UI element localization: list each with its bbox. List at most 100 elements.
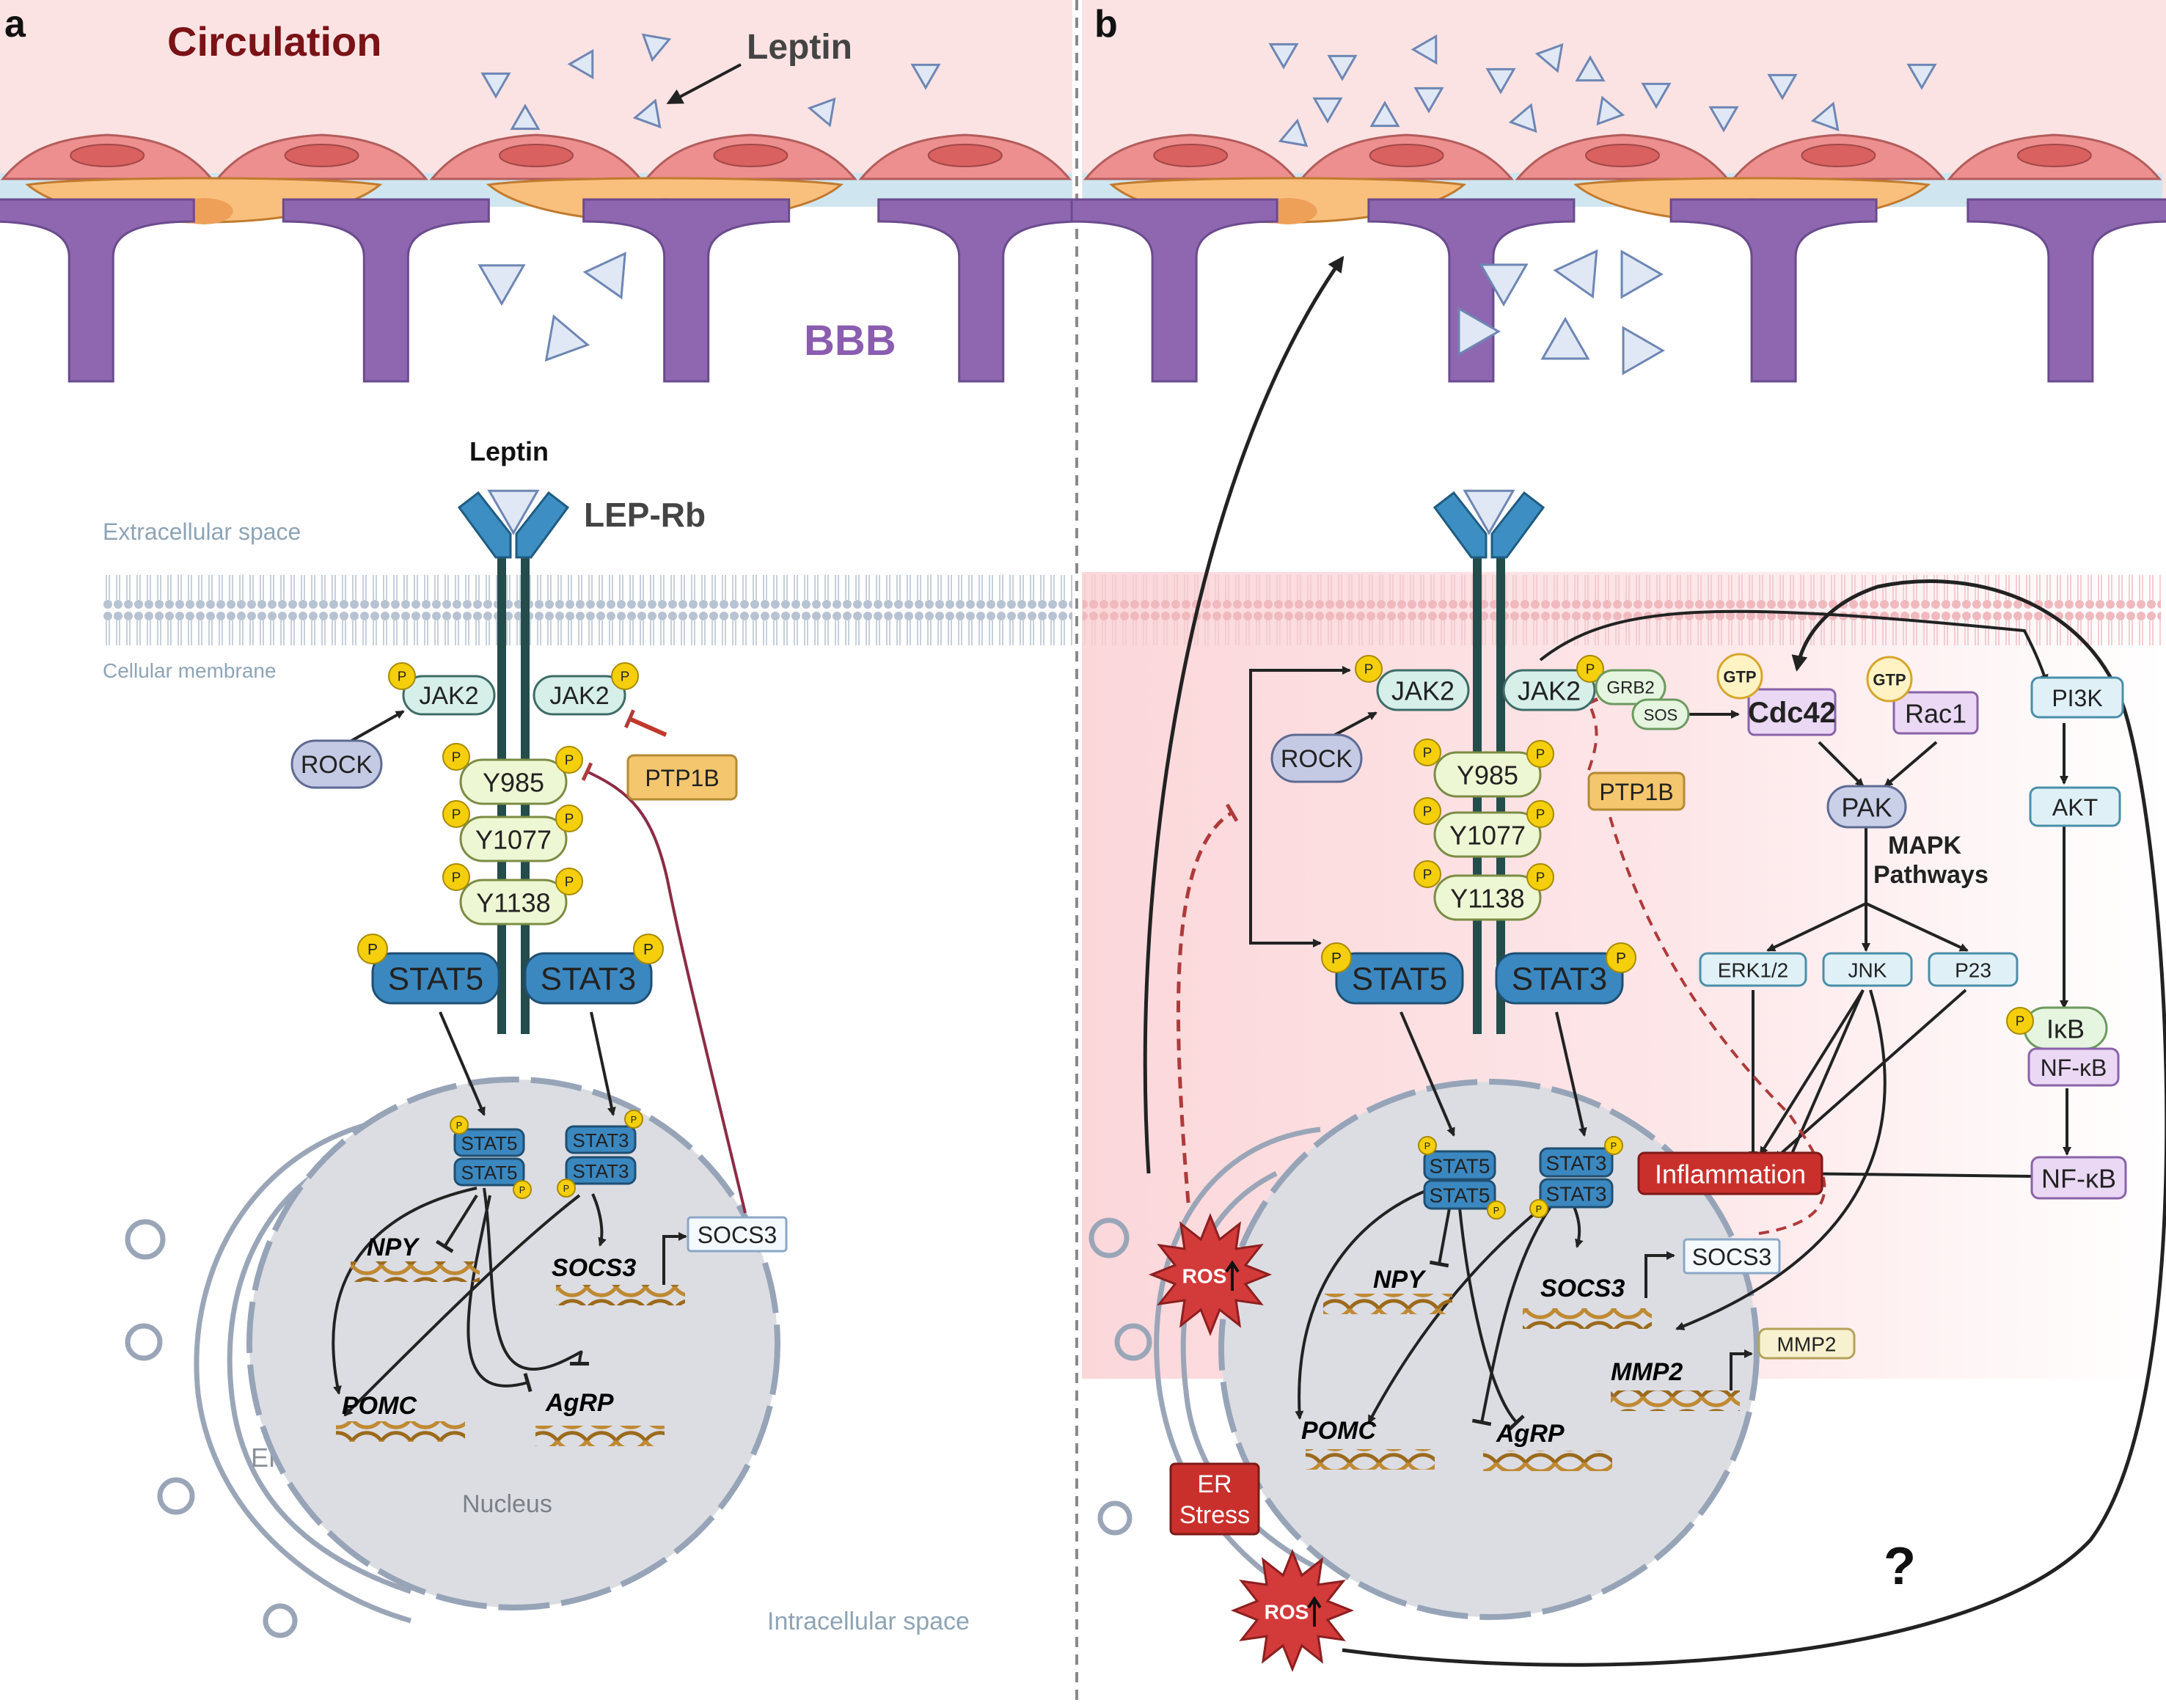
leptin-molecule <box>1457 307 1501 356</box>
astrocyte-end-foot <box>1070 198 1278 383</box>
rock-a-text: ROCK <box>301 751 373 779</box>
astrocyte-end-foot <box>0 198 195 383</box>
nuclear-stat3-top-a-shape <box>565 1125 637 1154</box>
y1138-b: Y1138 <box>1433 874 1542 921</box>
phosphate-letter: P <box>452 750 461 766</box>
receptor-leptin-label: Leptin <box>469 436 549 466</box>
socs3-inhibition-line-a <box>581 762 747 1214</box>
nuclear-stat3-top-b-shape <box>1539 1147 1614 1178</box>
astrocyte-end-foot <box>582 198 791 383</box>
jak2-left-a-text: JAK2 <box>419 682 478 710</box>
ros-lower-text: ROS <box>1265 1601 1309 1624</box>
phosphate-circle <box>1413 797 1441 825</box>
leptin-molecule <box>487 489 540 535</box>
phosphate-marker: P <box>1529 1199 1548 1218</box>
phosphate-circle <box>2006 1007 2034 1035</box>
jak2-left-b-text: JAK2 <box>1391 676 1455 706</box>
ros-upper-shape <box>1148 1212 1273 1337</box>
ros-upper-up-arrow <box>1225 1260 1240 1291</box>
gtp-text: GTP <box>1873 671 1906 689</box>
npy-label-a: NPY <box>367 1234 420 1261</box>
sos: SOS <box>1631 698 1690 730</box>
socs3-protein-a-shape <box>687 1216 788 1253</box>
astrocyte-end-foot <box>877 198 1086 383</box>
receptor-arm-left <box>457 491 512 559</box>
rac1-shape <box>1892 691 1979 735</box>
phosphate-circle <box>357 934 388 964</box>
nuclear-stat3-top-b-text: STAT3 <box>1546 1152 1607 1175</box>
ikb: IκB <box>2023 1006 2108 1050</box>
leptin-molecule <box>1268 43 1299 70</box>
phosphate-marker: P <box>2006 1007 2034 1035</box>
phosphate-marker: P <box>442 800 470 828</box>
phosphate-marker: P <box>1526 800 1554 828</box>
rock-b-shape <box>1270 733 1363 783</box>
phosphate-letter: P <box>563 1184 569 1194</box>
phosphate-marker: P <box>1606 942 1636 973</box>
akt-text: AKT <box>2052 794 2098 821</box>
phosphate-marker: P <box>555 804 583 832</box>
leptin-molecule <box>1767 73 1798 100</box>
leptin-molecule <box>567 48 594 80</box>
endothelial-nucleus <box>499 144 574 167</box>
phosphate-letter: P <box>1424 1141 1430 1151</box>
ptp1b-a-text: PTP1B <box>645 765 719 791</box>
nfkb-active-text: NF-κB <box>2041 1164 2116 1194</box>
nfkb-complex-text: NF-κB <box>2041 1055 2107 1081</box>
socs3-gene-label-a: SOCS3 <box>552 1254 636 1282</box>
y1138-b-text: Y1138 <box>1450 884 1524 914</box>
circulation-label: Circulation <box>167 18 381 65</box>
leptin-molecule <box>1312 97 1343 124</box>
cellular-membrane-label: Cellular membrane <box>103 659 277 682</box>
nuclear-stat3-bottom-a: STAT3 <box>565 1156 637 1185</box>
phosphate-letter: P <box>452 807 461 823</box>
pak: PAK <box>1826 785 1907 829</box>
jak2-left-b: JAK2 <box>1376 669 1470 711</box>
phosphate-circle <box>624 1110 643 1129</box>
phosphate-circle <box>442 800 470 828</box>
phosphate-circle <box>1418 1136 1437 1155</box>
p23-shape <box>1928 952 2019 987</box>
leptin-molecule <box>1641 82 1672 109</box>
nuclear-stat5-bottom-a-text: STAT5 <box>461 1162 517 1184</box>
ptp1b-inhibition-a <box>623 709 667 737</box>
nuclear-stat5-bottom-b-shape <box>1423 1179 1496 1210</box>
leptin-molecule <box>1369 100 1400 128</box>
socs3-inhibition-b <box>1579 697 1826 1235</box>
jak2-right-b-text: JAK2 <box>1518 676 1581 706</box>
nfkb-complex-shape <box>2027 1047 2120 1087</box>
leptin-molecule <box>641 33 672 62</box>
pomc-gene-b <box>1306 1449 1435 1470</box>
phosphate-marker: P <box>633 934 664 964</box>
phosphate-marker: P <box>557 1179 576 1198</box>
phosphate-circle <box>442 743 470 771</box>
leptin-molecule <box>1708 106 1739 133</box>
receptor-arm-right <box>515 491 570 559</box>
ptp1b-b-text: PTP1B <box>1599 779 1673 805</box>
y985-a-text: Y985 <box>483 768 544 798</box>
phosphate-letter: P <box>565 875 574 890</box>
leptin-molecule <box>478 264 526 307</box>
leptin-label: Leptin <box>747 28 852 67</box>
agrp-label-a: AgRP <box>545 1389 614 1417</box>
inflammation-shape <box>1637 1151 1823 1195</box>
nfkb-complex: NF-κB <box>2027 1047 2120 1087</box>
phosphate-letter: P <box>1536 1204 1542 1214</box>
ros-inhibition-b <box>1176 803 1239 1203</box>
leptin-molecule <box>632 98 662 129</box>
y985-b-shape <box>1433 751 1542 798</box>
phosphate-circle <box>513 1180 532 1199</box>
agrp-label-b: AgRP <box>1496 1420 1565 1448</box>
jak2-right-b-shape <box>1502 669 1596 711</box>
panel-letter-b: b <box>1094 3 1118 45</box>
rac1-text: Rac1 <box>1905 699 1966 729</box>
leptin-molecule <box>807 97 836 128</box>
phosphate-circle <box>557 1179 576 1198</box>
phosphate-circle <box>555 804 583 832</box>
phosphate-marker: P <box>1526 740 1554 768</box>
stat3-b-shape <box>1495 952 1624 1005</box>
phosphate-marker: P <box>357 934 388 964</box>
p23-text: P23 <box>1955 959 1991 982</box>
